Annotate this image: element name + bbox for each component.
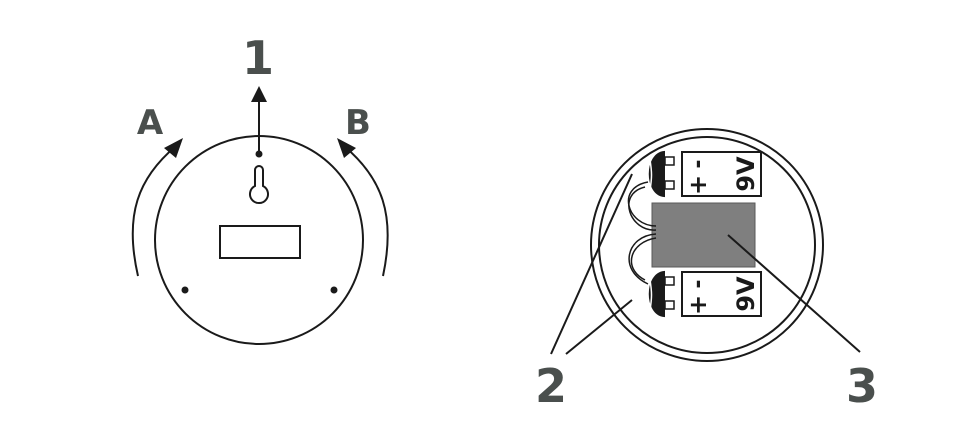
keyhole-slot-icon — [249, 165, 269, 205]
rotation-arc-b — [343, 145, 389, 277]
battery-clip-lower — [648, 270, 675, 318]
rotation-label-b: B — [345, 103, 371, 143]
electronics-module — [651, 202, 756, 268]
housing-outer-ring — [590, 128, 824, 362]
battery-upper — [681, 151, 762, 197]
up-arrowhead-icon — [251, 86, 267, 102]
screw-dot-left — [181, 286, 189, 294]
anchor-dot — [255, 150, 263, 158]
battery-lower — [681, 271, 762, 317]
battery-lower-minus: - — [686, 279, 711, 288]
housing-outline — [154, 135, 364, 345]
leader-3 — [727, 234, 861, 353]
leader-2b — [565, 299, 633, 355]
screw-dot-right — [330, 286, 338, 294]
rotation-label-a: A — [137, 103, 164, 143]
arrowhead-b-icon — [337, 138, 356, 158]
front-view — [131, 86, 389, 345]
battery-upper-voltage: 9V — [732, 156, 760, 192]
battery-upper-markings: - + 9V — [684, 156, 760, 195]
leader-2a — [550, 173, 633, 355]
callout-label-1: 1 — [242, 31, 274, 85]
battery-lower-plus: + — [684, 295, 712, 315]
rotation-arc-a — [131, 145, 177, 277]
battery-upper-plus: + — [684, 175, 712, 195]
battery-clip-upper — [648, 150, 675, 198]
callout-label-3: 3 — [846, 359, 878, 413]
callout-label-2: 2 — [535, 359, 567, 413]
arrowhead-a-icon — [164, 138, 183, 158]
back-view — [550, 128, 861, 362]
leader-lines — [550, 173, 861, 355]
battery-wires — [627, 181, 657, 285]
battery-upper-minus: - — [686, 159, 711, 168]
battery-lower-voltage: 9V — [732, 276, 760, 312]
display-window — [219, 225, 301, 259]
battery-lower-markings: - + 9V — [684, 276, 760, 315]
